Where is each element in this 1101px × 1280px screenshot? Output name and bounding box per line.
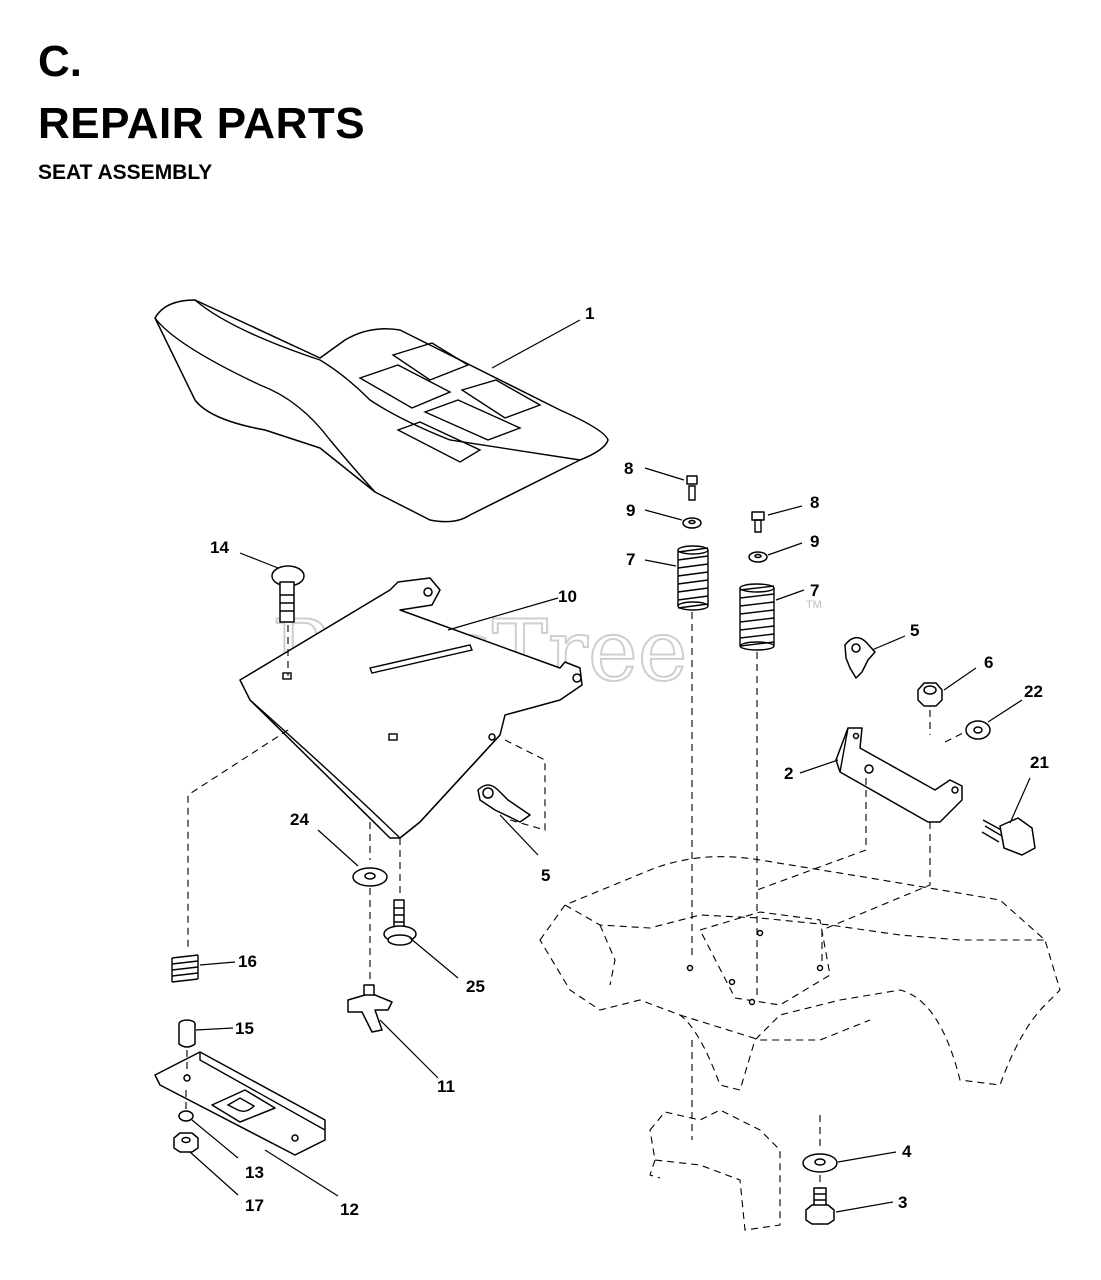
washer-22 bbox=[965, 720, 991, 740]
callout-9-left: 9 bbox=[626, 501, 635, 520]
leader-line bbox=[499, 814, 539, 856]
leader-line bbox=[317, 829, 359, 867]
callout-5-upper: 5 bbox=[910, 621, 919, 640]
leader-line bbox=[409, 937, 459, 979]
callout-12: 12 bbox=[340, 1200, 359, 1219]
spring-bolt-left bbox=[686, 475, 698, 501]
hex-bolt-3 bbox=[805, 1187, 835, 1225]
leader-line bbox=[767, 542, 803, 556]
callout-24: 24 bbox=[290, 810, 309, 829]
adjustment-knob bbox=[347, 984, 393, 1033]
callout-6: 6 bbox=[984, 653, 993, 672]
callout-17: 17 bbox=[245, 1196, 264, 1215]
leader-line bbox=[837, 1151, 897, 1163]
leader-line bbox=[767, 505, 803, 516]
seat-latch-bracket bbox=[835, 727, 963, 823]
seat-spring-7-right bbox=[739, 583, 775, 651]
hex-bolt-21 bbox=[981, 817, 1036, 856]
leader-line bbox=[871, 635, 906, 651]
callout-25: 25 bbox=[466, 977, 485, 996]
callout-15: 15 bbox=[235, 1019, 254, 1038]
lock-washer bbox=[178, 1110, 194, 1122]
spring-bolt-right bbox=[751, 511, 765, 533]
seat-latch-clip-lower bbox=[477, 784, 531, 823]
callout-21: 21 bbox=[1030, 753, 1049, 772]
seat-cushion bbox=[154, 299, 609, 523]
callout-8-right: 8 bbox=[810, 493, 819, 512]
fender-outline bbox=[539, 856, 1061, 1231]
frame-hole bbox=[756, 929, 764, 937]
callout-7-left: 7 bbox=[626, 550, 635, 569]
callout-2: 2 bbox=[784, 764, 793, 783]
callout-5-lower: 5 bbox=[541, 866, 550, 885]
leader-line bbox=[239, 552, 279, 569]
leader-line bbox=[835, 1201, 894, 1213]
seat-latch-clip-upper bbox=[844, 636, 876, 679]
shoulder-bolt bbox=[383, 899, 417, 946]
callout-16: 16 bbox=[238, 952, 257, 971]
callout-8-left: 8 bbox=[624, 459, 633, 478]
section-letter: C. bbox=[38, 37, 82, 86]
callout-13: 13 bbox=[245, 1163, 264, 1182]
callout-4: 4 bbox=[902, 1142, 912, 1161]
washer-9-left bbox=[682, 517, 702, 529]
carriage-bolt bbox=[271, 565, 305, 623]
compression-spring-16 bbox=[171, 954, 199, 983]
callout-9-right: 9 bbox=[810, 532, 819, 551]
frame-hole bbox=[748, 998, 756, 1006]
callout-1: 1 bbox=[585, 304, 594, 323]
callout-22: 22 bbox=[1024, 682, 1043, 701]
leader-line bbox=[379, 1019, 439, 1079]
leader-line bbox=[447, 597, 559, 631]
callout-labels: 1 2 3 4 5 5 6 7 7 8 8 9 9 10 11 12 13 14… bbox=[210, 304, 1049, 1219]
washer-9-right bbox=[748, 551, 768, 563]
leader-line bbox=[191, 1119, 239, 1159]
lock-nut-6 bbox=[917, 682, 943, 707]
callout-11: 11 bbox=[437, 1077, 455, 1096]
seat-slide-plate bbox=[154, 1051, 326, 1156]
seat-spring-7-left bbox=[677, 545, 709, 611]
leader-line bbox=[1009, 777, 1031, 824]
leader-line bbox=[199, 961, 236, 966]
hex-nut-17 bbox=[173, 1132, 199, 1153]
page-subtitle: SEAT ASSEMBLY bbox=[38, 161, 213, 184]
watermark-trademark: TM bbox=[806, 599, 822, 611]
callout-7-right: 7 bbox=[810, 581, 819, 600]
leader-line bbox=[189, 1151, 239, 1196]
flat-washer-24 bbox=[352, 867, 388, 887]
leader-line bbox=[799, 759, 839, 774]
frame-hole bbox=[816, 964, 824, 972]
callout-14: 14 bbox=[210, 538, 229, 557]
leader-line bbox=[775, 589, 805, 601]
leader-line bbox=[943, 667, 977, 691]
frame-hole bbox=[686, 964, 694, 972]
leader-line bbox=[264, 1149, 339, 1197]
leader-line bbox=[195, 1027, 234, 1031]
frame-hole bbox=[728, 978, 736, 986]
callout-3: 3 bbox=[898, 1193, 907, 1212]
leader-line bbox=[491, 319, 581, 369]
page-title: REPAIR PARTS bbox=[38, 99, 366, 148]
leader-line bbox=[644, 559, 677, 567]
leader-line bbox=[644, 509, 683, 521]
spacer bbox=[178, 1019, 196, 1048]
flat-washer-4 bbox=[802, 1153, 838, 1173]
callout-10: 10 bbox=[558, 587, 577, 606]
leader-line bbox=[644, 467, 685, 481]
leader-line bbox=[987, 699, 1023, 723]
